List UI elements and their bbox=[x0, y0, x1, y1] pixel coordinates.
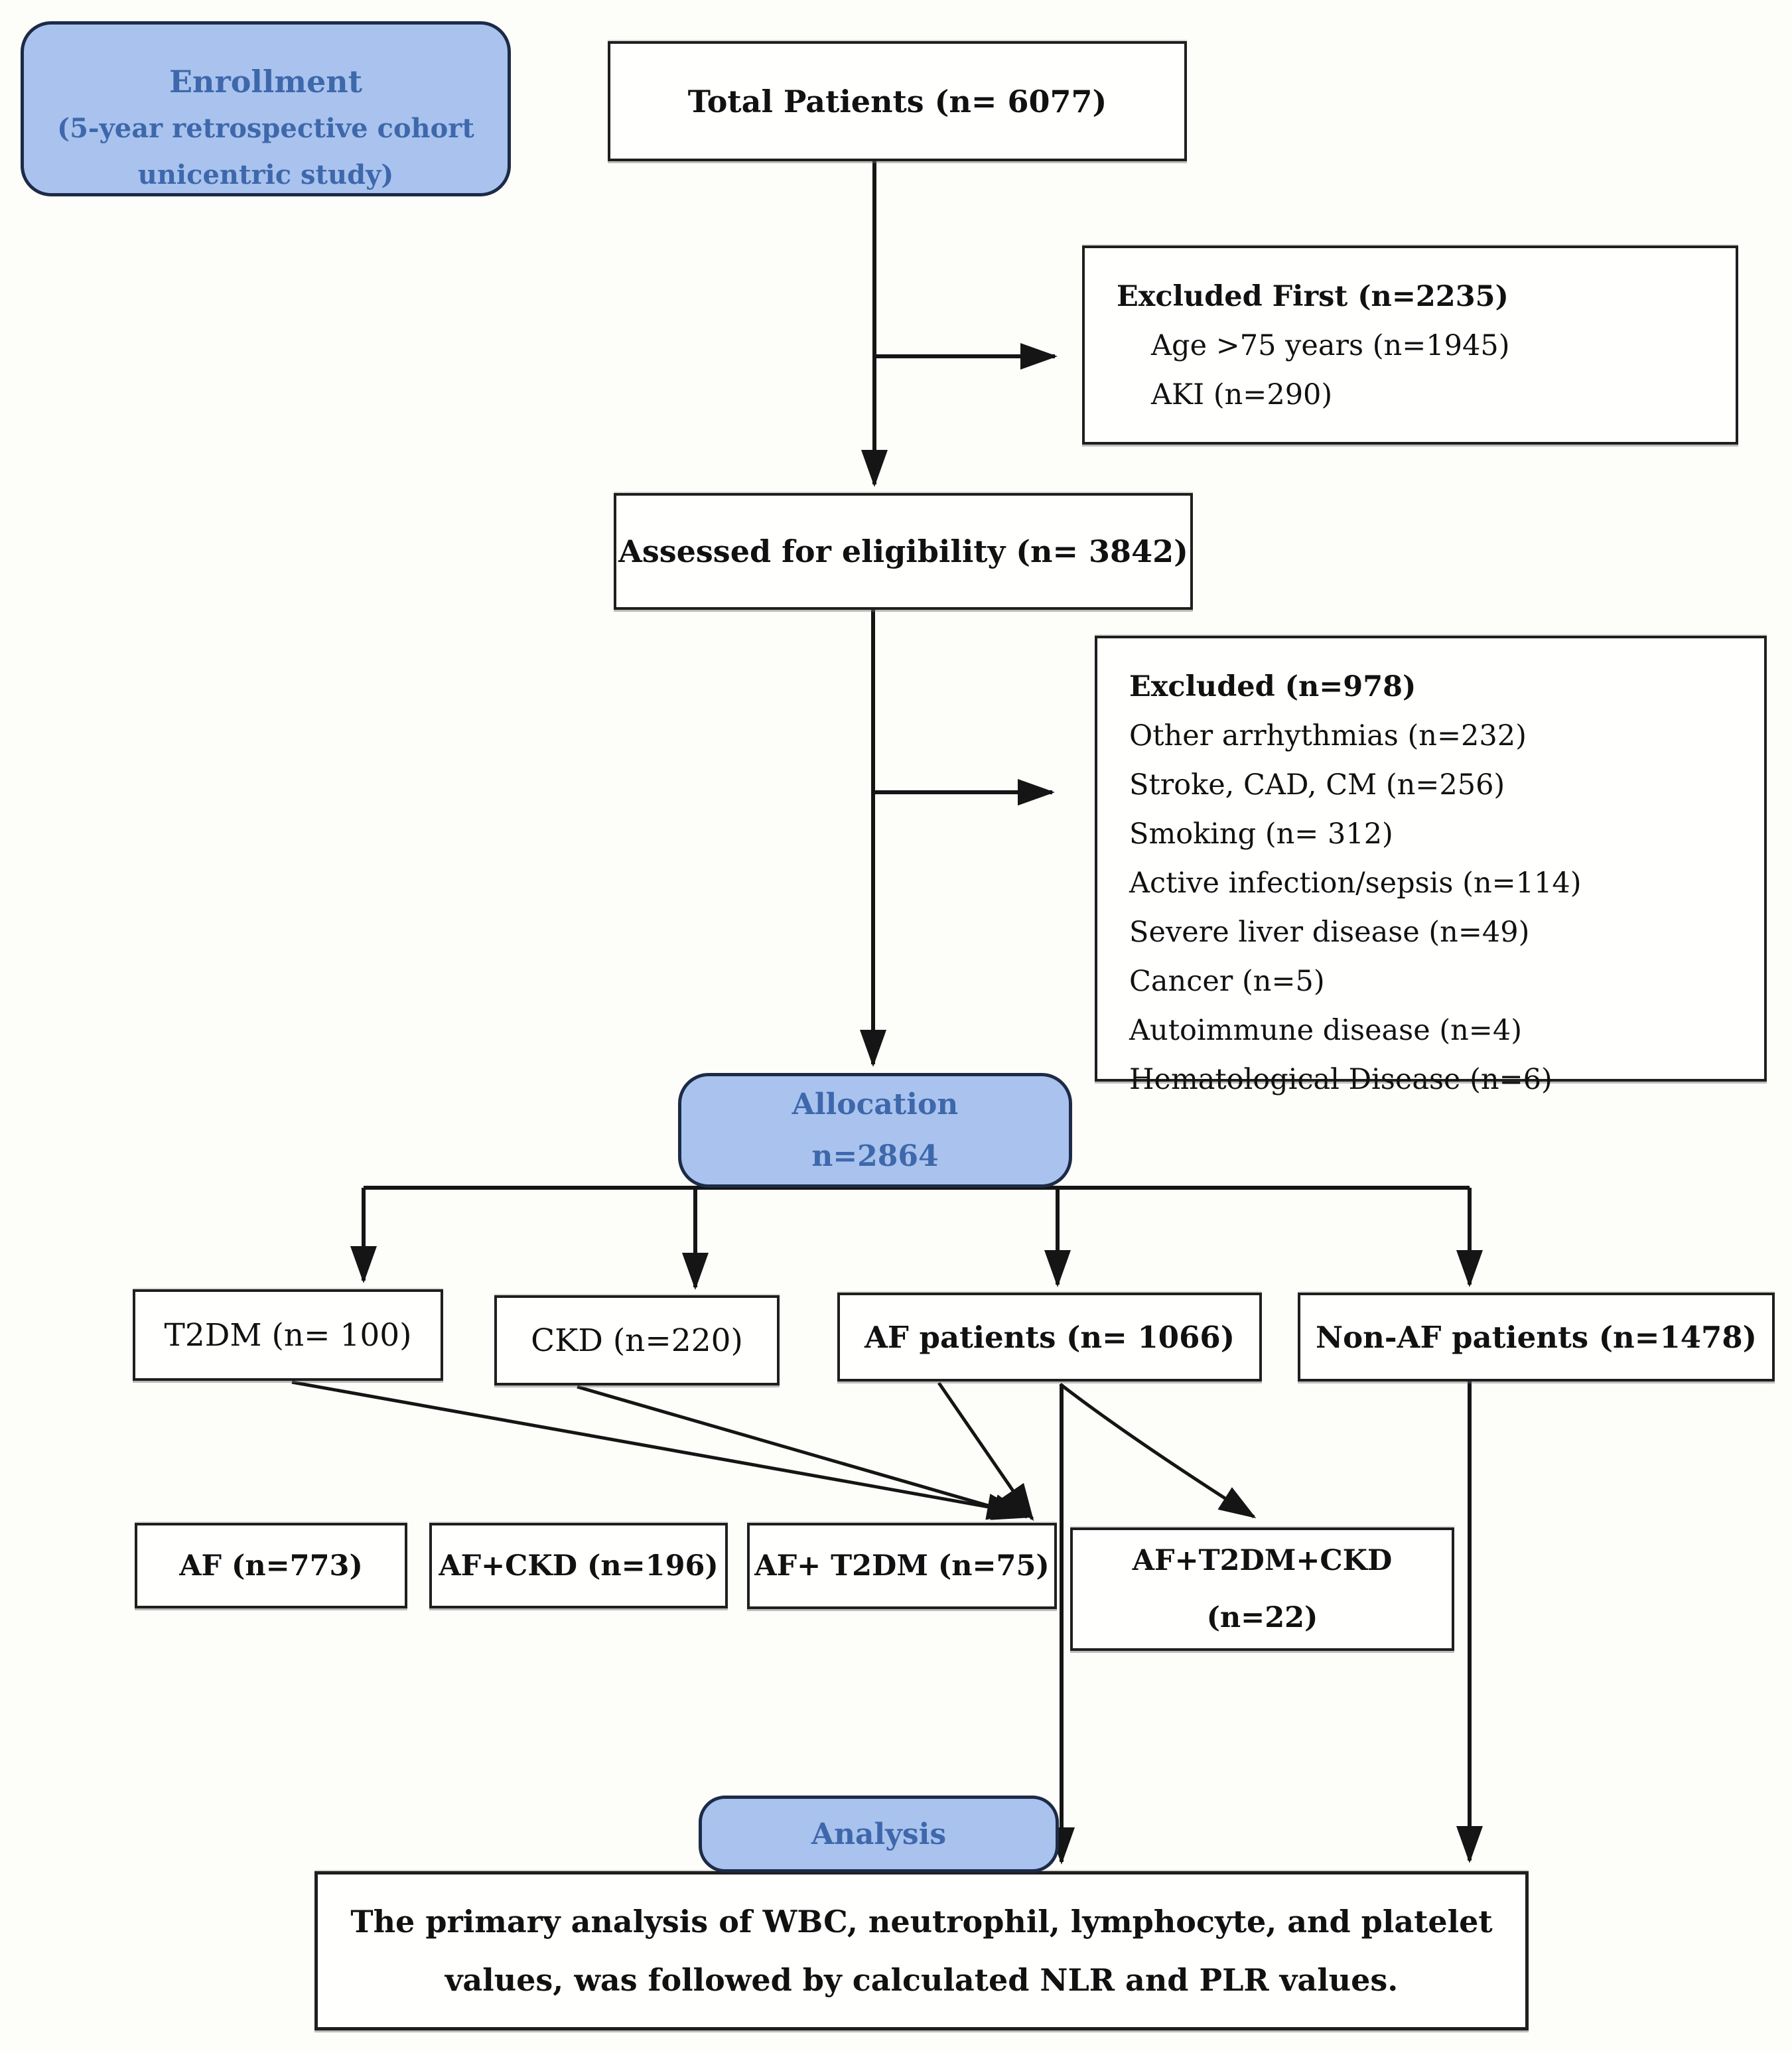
t2dm-label: T2DM (n= 100) bbox=[164, 1316, 412, 1354]
af-patients-box: AF patients (n= 1066) bbox=[837, 1293, 1262, 1381]
excluded-second-item: Hematological Disease (n=6) bbox=[1129, 1063, 1552, 1096]
excluded-second-item: Smoking (n= 312) bbox=[1129, 817, 1393, 851]
non-af-patients-box: Non-AF patients (n=1478) bbox=[1298, 1293, 1775, 1381]
arrow-af-to-af-t2dm bbox=[937, 1381, 1034, 1521]
t2dm-box: T2DM (n= 100) bbox=[133, 1289, 443, 1381]
enrollment-title: Enrollment bbox=[169, 64, 362, 100]
af-t2dm-label: AF+ T2DM (n=75) bbox=[754, 1549, 1050, 1583]
assessed-eligibility-label: Assessed for eligibility (n= 3842) bbox=[618, 533, 1188, 569]
excluded-first-title: Excluded First (n=2235) bbox=[1117, 280, 1509, 313]
enrollment-subtitle-line2: unicentric study) bbox=[137, 159, 394, 190]
af-t2dm-ckd-line1: AF+T2DM+CKD bbox=[1132, 1544, 1393, 1577]
primary-analysis-line2: values, was followed by calculated NLR a… bbox=[445, 1962, 1399, 1998]
total-patients-label: Total Patients (n= 6077) bbox=[687, 83, 1107, 119]
non-af-patients-label: Non-AF patients (n=1478) bbox=[1316, 1319, 1757, 1355]
allocation-stage-box: Allocation n=2864 bbox=[678, 1073, 1072, 1188]
af-t2dm-box: AF+ T2DM (n=75) bbox=[747, 1523, 1057, 1609]
primary-analysis-line1: The primary analysis of WBC, neutrophil,… bbox=[350, 1904, 1493, 1940]
allocation-title: Allocation bbox=[792, 1087, 959, 1121]
arrow-af-to-af-t2dm-ckd bbox=[1059, 1383, 1257, 1519]
excluded-second-item: Stroke, CAD, CM (n=256) bbox=[1129, 768, 1505, 802]
af-only-label: AF (n=773) bbox=[179, 1549, 363, 1583]
excluded-first-item: AKI (n=290) bbox=[1151, 378, 1333, 411]
assessed-eligibility-box: Assessed for eligibility (n= 3842) bbox=[614, 493, 1193, 610]
enrollment-stage-box: Enrollment (5-year retrospective cohort … bbox=[21, 21, 511, 196]
af-t2dm-ckd-line2: (n=22) bbox=[1206, 1601, 1318, 1634]
total-patients-box: Total Patients (n= 6077) bbox=[608, 41, 1187, 161]
primary-analysis-box: The primary analysis of WBC, neutrophil,… bbox=[314, 1871, 1529, 2030]
af-ckd-box: AF+CKD (n=196) bbox=[429, 1523, 728, 1608]
af-t2dm-ckd-box: AF+T2DM+CKD (n=22) bbox=[1070, 1527, 1454, 1651]
ckd-label: CKD (n=220) bbox=[531, 1322, 743, 1359]
excluded-second-item: Active infection/sepsis (n=114) bbox=[1129, 867, 1582, 900]
excluded-second-item: Severe liver disease (n=49) bbox=[1129, 916, 1530, 949]
analysis-stage-box: Analysis bbox=[699, 1796, 1059, 1873]
af-ckd-label: AF+CKD (n=196) bbox=[439, 1549, 719, 1583]
ckd-box: CKD (n=220) bbox=[494, 1295, 780, 1385]
excluded-second-item: Cancer (n=5) bbox=[1129, 965, 1325, 998]
excluded-second-item: Autoimmune disease (n=4) bbox=[1129, 1014, 1522, 1047]
af-patients-label: AF patients (n= 1066) bbox=[864, 1319, 1235, 1355]
excluded-first-box: Excluded First (n=2235) Age >75 years (n… bbox=[1082, 246, 1738, 445]
arrow-t2dm-to-af-t2dm bbox=[291, 1380, 1024, 1520]
arrow-ckd-to-af-t2dm bbox=[577, 1385, 1030, 1520]
af-only-box: AF (n=773) bbox=[135, 1523, 407, 1608]
excluded-first-item: Age >75 years (n=1945) bbox=[1151, 329, 1510, 362]
excluded-second-box: Excluded (n=978) Other arrhythmias (n=23… bbox=[1095, 636, 1767, 1096]
enrollment-subtitle-line1: (5-year retrospective cohort bbox=[57, 113, 474, 144]
analysis-title: Analysis bbox=[811, 1817, 947, 1851]
excluded-second-item: Other arrhythmias (n=232) bbox=[1129, 719, 1527, 752]
allocation-count: n=2864 bbox=[811, 1139, 939, 1173]
excluded-second-title: Excluded (n=978) bbox=[1129, 670, 1416, 703]
